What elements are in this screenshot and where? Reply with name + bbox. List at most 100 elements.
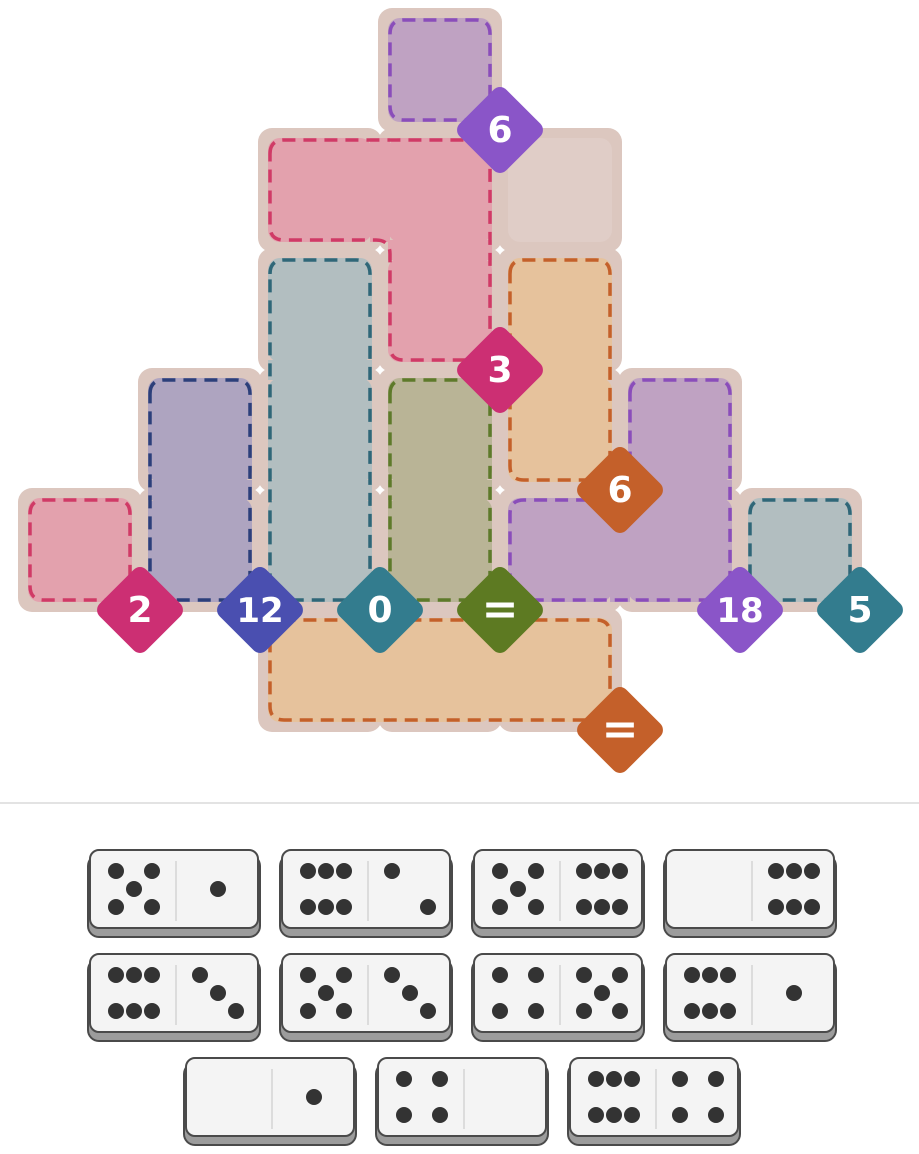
board-cell[interactable]	[748, 498, 852, 602]
badge-diamond	[337, 567, 423, 653]
domino-face	[89, 953, 259, 1033]
board-cell[interactable]	[508, 498, 612, 602]
region-bridge	[388, 480, 492, 500]
domino-pip	[708, 1107, 724, 1123]
domino-pip	[318, 985, 334, 1001]
region-bridge	[268, 360, 372, 380]
board-cell[interactable]	[268, 618, 372, 722]
domino-pip	[300, 967, 316, 983]
badge-diamond	[217, 567, 303, 653]
domino-pip	[396, 1107, 412, 1123]
region-bridge	[268, 480, 372, 500]
constraint-label: 2	[127, 590, 152, 631]
board-cell[interactable]	[388, 258, 492, 362]
domino-tile[interactable]	[569, 1057, 739, 1143]
board-cell[interactable]	[388, 498, 492, 602]
domino-pip	[612, 899, 628, 915]
constraint-label: =	[482, 584, 519, 635]
domino-tile[interactable]	[377, 1057, 547, 1143]
region-bridge	[370, 138, 390, 242]
badge-diamond	[817, 567, 903, 653]
domino-pip	[108, 863, 124, 879]
constraint-badge-purple-right: 18	[697, 567, 783, 653]
domino-pip	[594, 985, 610, 1001]
board-cell[interactable]	[388, 18, 492, 122]
board-cell[interactable]	[148, 498, 252, 602]
domino-pip	[126, 881, 142, 897]
domino-pip	[210, 881, 226, 897]
domino-pip	[396, 1071, 412, 1087]
domino-divider	[655, 1069, 657, 1129]
domino-pip	[786, 899, 802, 915]
domino-face	[185, 1057, 355, 1137]
domino-tile[interactable]	[281, 953, 451, 1039]
board-cell[interactable]	[388, 378, 492, 482]
domino-pip	[588, 1107, 604, 1123]
badge-diamond	[697, 567, 783, 653]
domino-pip	[672, 1107, 688, 1123]
domino-face	[665, 953, 835, 1033]
board-cell[interactable]	[388, 138, 492, 242]
region-bridge	[148, 480, 252, 500]
domino-pip	[144, 1003, 160, 1019]
domino-tile[interactable]	[89, 953, 259, 1039]
domino-tile[interactable]	[665, 953, 835, 1039]
constraint-badge-teal-tall: 0	[337, 567, 423, 653]
domino-pip	[384, 967, 400, 983]
board-cell[interactable]	[388, 618, 492, 722]
domino-tile[interactable]	[89, 849, 259, 935]
domino-pip	[528, 1003, 544, 1019]
constraint-label: 3	[487, 350, 512, 391]
domino-tile[interactable]	[185, 1057, 355, 1143]
domino-divider	[367, 861, 369, 921]
badge-diamond	[457, 327, 543, 413]
board-cell[interactable]	[268, 138, 372, 242]
domino-pip	[606, 1071, 622, 1087]
domino-pip	[126, 1003, 142, 1019]
domino-divider	[751, 861, 753, 921]
domino-pip	[402, 985, 418, 1001]
domino-pip	[192, 967, 208, 983]
board-cell[interactable]	[628, 378, 732, 482]
domino-pip	[804, 899, 820, 915]
domino-divider	[559, 965, 561, 1025]
constraint-badge-navy-left: 12	[217, 567, 303, 653]
domino-pip	[594, 899, 610, 915]
domino-divider	[175, 861, 177, 921]
domino-pip	[528, 967, 544, 983]
board-cell[interactable]	[268, 498, 372, 602]
domino-face	[665, 849, 835, 929]
domino-pip	[786, 863, 802, 879]
board-cell[interactable]	[148, 378, 252, 482]
board-cell[interactable]	[28, 498, 132, 602]
domino-tile[interactable]	[473, 849, 643, 935]
domino-tile[interactable]	[665, 849, 835, 935]
board-cell[interactable]	[508, 258, 612, 362]
domino-pip	[768, 863, 784, 879]
board-cell[interactable]	[508, 378, 612, 482]
domino-pip	[576, 863, 592, 879]
constraint-label: 18	[716, 591, 763, 631]
domino-pip	[528, 863, 544, 879]
domino-pip	[708, 1071, 724, 1087]
domino-divider	[367, 965, 369, 1025]
domino-tile[interactable]	[281, 849, 451, 935]
board-cell[interactable]	[508, 618, 612, 722]
board-cell[interactable]	[628, 498, 732, 602]
empty-cell[interactable]	[508, 138, 612, 242]
constraint-label: 5	[847, 590, 872, 631]
constraint-badge-pink-top: 3	[457, 327, 543, 413]
board-cell[interactable]	[268, 258, 372, 362]
constraint-label: =	[602, 704, 639, 755]
domino-pip	[492, 863, 508, 879]
domino-pip	[624, 1071, 640, 1087]
domino-pip	[492, 967, 508, 983]
domino-pip	[594, 863, 610, 879]
domino-pip	[126, 967, 142, 983]
region-bridge	[388, 240, 492, 260]
domino-pip	[576, 1003, 592, 1019]
domino-tile[interactable]	[473, 953, 643, 1039]
board-cell[interactable]	[268, 378, 372, 482]
